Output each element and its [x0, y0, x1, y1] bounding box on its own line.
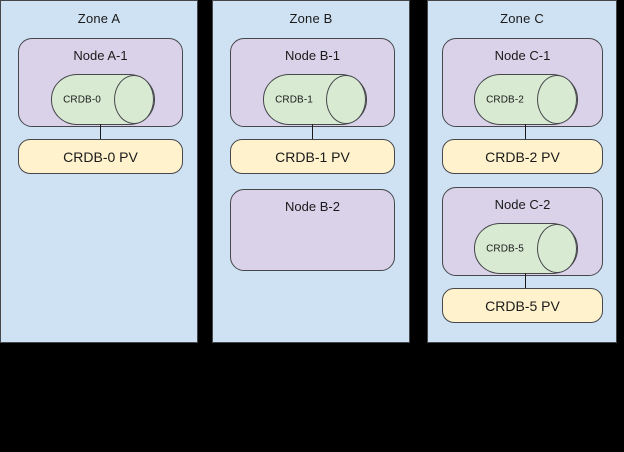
pv-label-crdb-2-pv: CRDB-2 PV	[485, 148, 560, 165]
node-title-c-1: Node C-1	[494, 48, 551, 63]
pv-box-crdb-1-pv[interactable]: CRDB-1 PV	[230, 139, 395, 174]
pv-label-crdb-1-pv: CRDB-1 PV	[275, 148, 350, 165]
cylinder-cap	[114, 75, 154, 124]
database-label-crdb-5: CRDB-5	[486, 243, 524, 254]
node-title-a-1: Node A-1	[73, 48, 128, 63]
zone-container-c[interactable]: Zone C Node C-1 CRDB-2 CRDB-2 PV Node C-…	[427, 0, 617, 343]
node-box-b-1[interactable]: Node B-1 CRDB-1	[230, 38, 395, 127]
connector-b-1	[312, 124, 313, 140]
pv-box-crdb-2-pv[interactable]: CRDB-2 PV	[442, 139, 603, 174]
cylinder-cap	[326, 75, 366, 124]
cylinder-icon-crdb-2[interactable]: CRDB-2	[474, 74, 578, 125]
node-title-b-1: Node B-1	[285, 48, 340, 63]
zone-title-a: Zone A	[77, 11, 121, 26]
node-box-a-1[interactable]: Node A-1 CRDB-0	[18, 38, 183, 127]
node-box-c-1[interactable]: Node C-1 CRDB-2	[442, 38, 603, 127]
node-title-c-2: Node C-2	[494, 197, 551, 212]
connector-a-1	[100, 124, 101, 140]
cylinder-icon-crdb-0[interactable]: CRDB-0	[51, 74, 155, 125]
database-label-crdb-2: CRDB-2	[486, 94, 524, 105]
node-title-b-2: Node B-2	[285, 199, 340, 214]
zone-title-b: Zone B	[289, 11, 333, 26]
database-label-crdb-0: CRDB-0	[63, 94, 101, 105]
pv-label-crdb-5-pv: CRDB-5 PV	[485, 297, 560, 314]
cylinder-cap	[537, 224, 577, 273]
pv-box-crdb-0-pv[interactable]: CRDB-0 PV	[18, 139, 183, 174]
database-label-crdb-1: CRDB-1	[275, 94, 313, 105]
pv-box-crdb-5-pv[interactable]: CRDB-5 PV	[442, 288, 603, 323]
zone-title-c: Zone C	[500, 11, 544, 26]
cylinder-cap	[537, 75, 577, 124]
zone-container-b[interactable]: Zone B Node B-1 CRDB-1 CRDB-1 PV Node B-…	[212, 0, 410, 343]
connector-c-1	[525, 124, 526, 140]
node-box-b-2[interactable]: Node B-2	[230, 189, 395, 271]
zone-container-a[interactable]: Zone A Node A-1 CRDB-0 CRDB-0 PV	[0, 0, 198, 343]
pv-label-crdb-0-pv: CRDB-0 PV	[63, 148, 138, 165]
node-box-c-2[interactable]: Node C-2 CRDB-5	[442, 187, 603, 276]
cylinder-icon-crdb-5[interactable]: CRDB-5	[474, 223, 578, 274]
cylinder-icon-crdb-1[interactable]: CRDB-1	[263, 74, 367, 125]
connector-c-2	[525, 273, 526, 289]
